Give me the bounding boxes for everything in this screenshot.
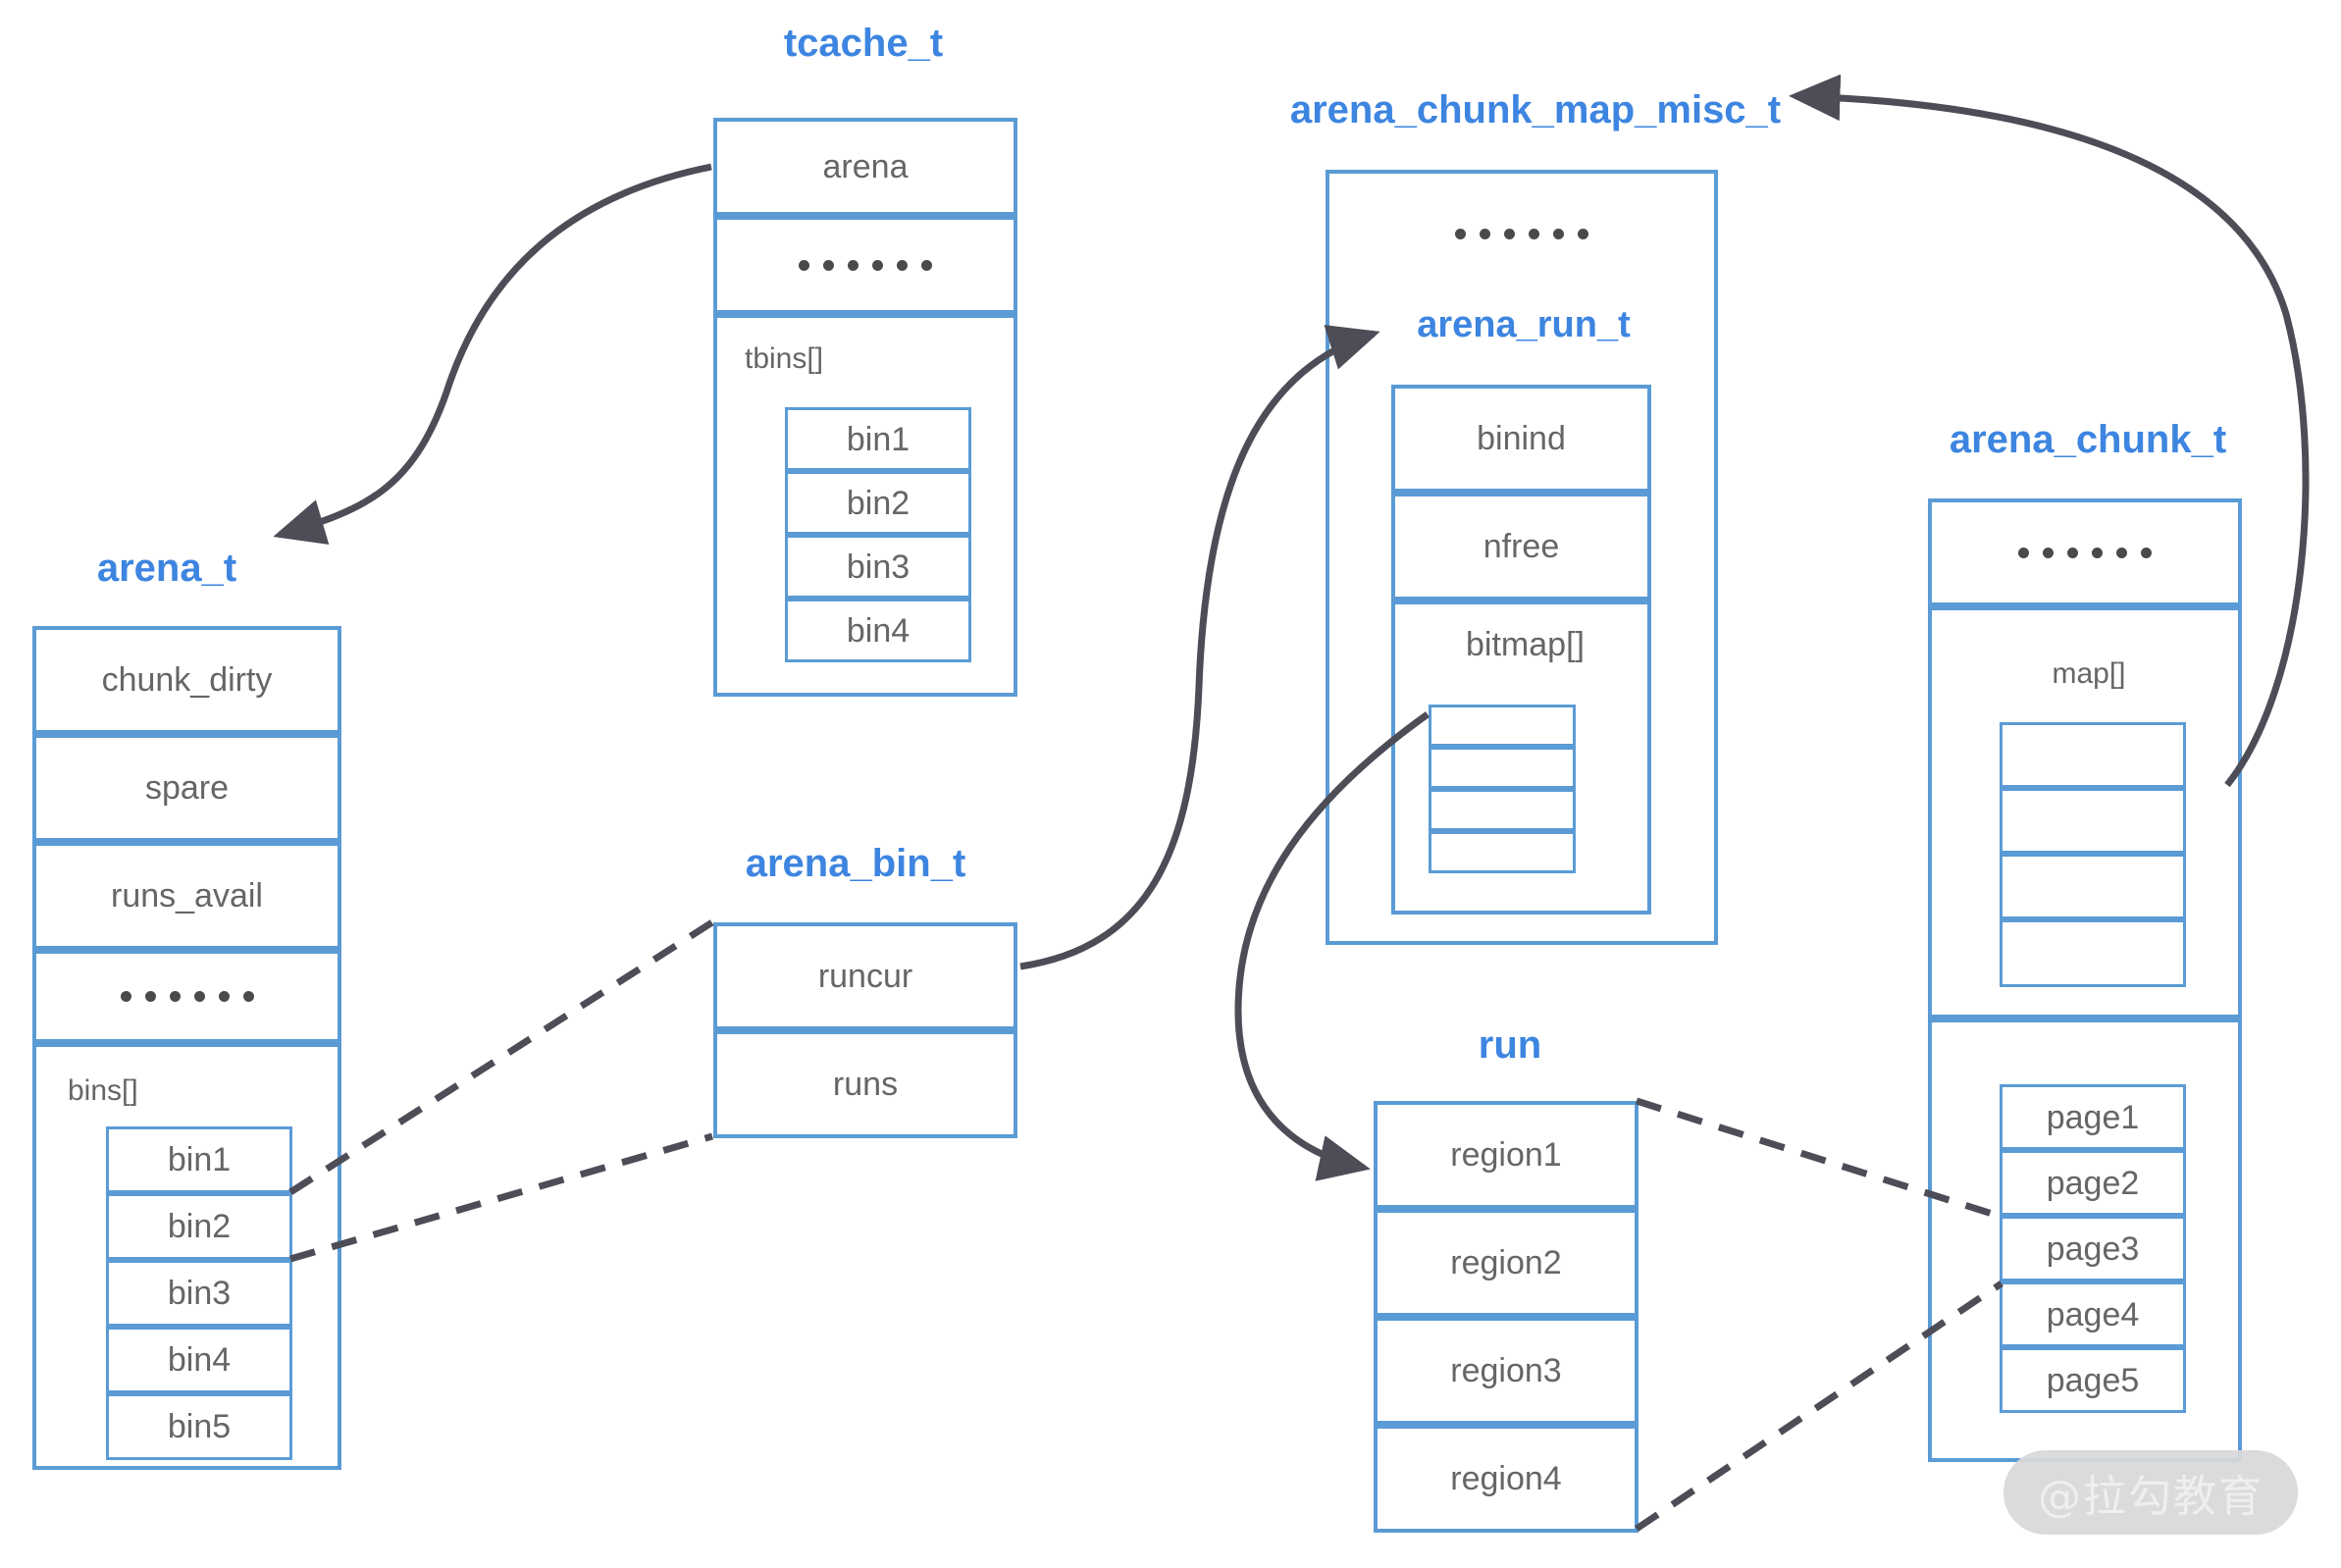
bin-item-1-label: bin1 xyxy=(167,1141,232,1178)
connector-bin-to-arena-bin-top xyxy=(288,919,714,1195)
bin-item-2: bin2 xyxy=(106,1193,292,1260)
run-title: run xyxy=(1478,1023,1542,1067)
arena-run-title: arena_run_t xyxy=(1417,304,1631,345)
arena-row-runs-avail-label: runs_avail xyxy=(111,877,263,915)
tbin-item-3: bin3 xyxy=(785,535,971,599)
run-row-region3-label: region3 xyxy=(1450,1352,1562,1389)
page-item-3-label: page3 xyxy=(2046,1229,2140,1268)
page-item-5-label: page5 xyxy=(2046,1361,2140,1399)
tbin-item-4: bin4 xyxy=(785,599,971,662)
arena-bin-row-runcur-label: runcur xyxy=(817,958,913,995)
chunk-map-misc-title: arena_chunk_map_misc_t xyxy=(1289,88,1782,131)
tcache-row-arena-label: arena xyxy=(822,148,909,185)
arena-bin-title: arena_bin_t xyxy=(745,842,966,885)
run-row-region1: region1 xyxy=(1374,1101,1639,1209)
tbin-item-1-label: bin1 xyxy=(846,420,910,458)
arena-row-chunk-dirty: chunk_dirty xyxy=(32,626,341,734)
bitmap-label: bitmap[] xyxy=(1466,626,1585,663)
arena-bin-row-runcur: runcur xyxy=(713,922,1017,1030)
map-slot-2 xyxy=(2000,788,2186,854)
tbin-item-2-label: bin2 xyxy=(846,484,910,522)
bin-item-5-label: bin5 xyxy=(167,1408,232,1445)
run-row-region4: region4 xyxy=(1374,1425,1639,1533)
arena-bin-row-runs-label: runs xyxy=(832,1066,899,1103)
page-item-1: page1 xyxy=(2000,1084,2186,1150)
bins-label: bins[] xyxy=(68,1074,138,1107)
page-item-4: page4 xyxy=(2000,1281,2186,1347)
connector-bin-to-arena-bin-bottom xyxy=(289,1132,713,1263)
page-item-1-label: page1 xyxy=(2046,1098,2140,1136)
page-item-3: page3 xyxy=(2000,1216,2186,1281)
page-item-2-label: page2 xyxy=(2046,1164,2140,1202)
chunk-map-misc-ellipsis-row xyxy=(1326,170,1718,297)
run-row-region2: region2 xyxy=(1374,1209,1639,1317)
arena-run-row-nfree: nfree xyxy=(1391,493,1651,601)
connector-tcache-arena-to-arena-t xyxy=(273,163,712,545)
arena-chunk-row-ellipsis xyxy=(1928,498,2242,606)
bin-item-4-label: bin4 xyxy=(167,1341,232,1379)
run-row-region4-label: region4 xyxy=(1450,1460,1562,1497)
arena-row-ellipsis xyxy=(32,950,341,1043)
tbins-label: tbins[] xyxy=(745,342,824,375)
page-item-2: page2 xyxy=(2000,1150,2186,1216)
arena-run-row-binind: binind xyxy=(1391,385,1651,493)
ellipsis-icon xyxy=(120,991,254,1002)
arena-bin-row-runs: runs xyxy=(713,1030,1017,1138)
bitmap-slot-3 xyxy=(1429,789,1576,831)
arena-chunk-title: arena_chunk_t xyxy=(1949,418,2227,461)
arena-run-row-nfree-label: nfree xyxy=(1483,528,1560,565)
bin-item-5: bin5 xyxy=(106,1393,292,1460)
arena-row-runs-avail: runs_avail xyxy=(32,842,341,950)
run-row-region3: region3 xyxy=(1374,1317,1639,1425)
watermark: @拉勾教育 xyxy=(2003,1450,2298,1535)
bin-item-1: bin1 xyxy=(106,1126,292,1193)
connector-runcur-to-arena-run xyxy=(1019,325,1380,970)
tbin-item-1: bin1 xyxy=(785,407,971,471)
tbin-item-3-label: bin3 xyxy=(846,548,910,586)
bin-item-3: bin3 xyxy=(106,1260,292,1327)
arena-run-row-binind-label: binind xyxy=(1477,420,1566,457)
bin-item-3-label: bin3 xyxy=(167,1275,232,1312)
run-row-region2-label: region2 xyxy=(1450,1244,1562,1281)
ellipsis-icon xyxy=(2018,547,2152,558)
arena-row-chunk-dirty-label: chunk_dirty xyxy=(101,661,273,699)
map-slot-3 xyxy=(2000,854,2186,919)
bitmap-slot-1 xyxy=(1429,705,1576,747)
tcache-title: tcache_t xyxy=(783,22,944,65)
tcache-row-arena: arena xyxy=(713,118,1017,216)
run-row-region1-label: region1 xyxy=(1450,1136,1562,1174)
arena-title: arena_t xyxy=(96,547,237,590)
page-item-5: page5 xyxy=(2000,1347,2186,1413)
page-item-4-label: page4 xyxy=(2046,1295,2140,1333)
bin-item-2-label: bin2 xyxy=(167,1208,232,1245)
ellipsis-icon xyxy=(1455,228,1588,239)
bitmap-slot-4 xyxy=(1429,831,1576,873)
map-slot-1 xyxy=(2000,722,2186,788)
bitmap-slot-2 xyxy=(1429,747,1576,789)
arena-row-spare-label: spare xyxy=(144,769,230,807)
tcache-row-ellipsis xyxy=(713,216,1017,314)
bin-item-4: bin4 xyxy=(106,1327,292,1393)
ellipsis-icon xyxy=(799,259,932,271)
tbin-item-4-label: bin4 xyxy=(846,611,910,650)
map-slot-4 xyxy=(2000,919,2186,987)
tbin-item-2: bin2 xyxy=(785,471,971,535)
arena-row-spare: spare xyxy=(32,734,341,842)
map-label: map[] xyxy=(2052,657,2126,690)
